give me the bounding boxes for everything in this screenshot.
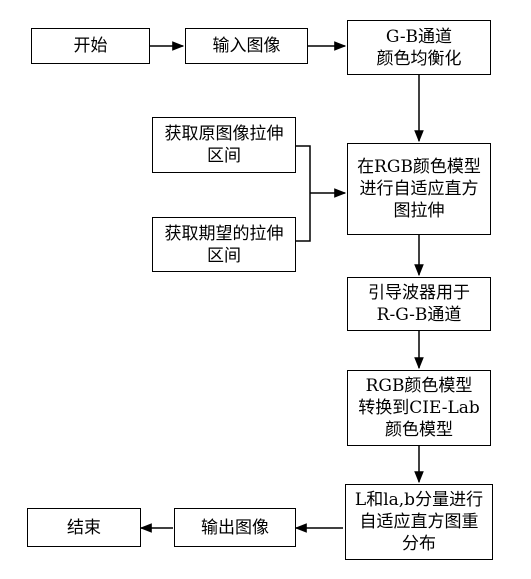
node-rgb-to-lab: RGB颜色模型 转换到CIE-Lab 颜色模型: [347, 370, 491, 446]
node-gb-equalization: G-B通道 颜色均衡化: [347, 20, 491, 75]
node-end: 结束: [27, 508, 141, 547]
node-output-image: 输出图像: [174, 508, 296, 547]
node-original-interval: 获取原图像拉伸 区间: [152, 117, 296, 173]
node-input-image: 输入图像: [185, 28, 308, 64]
node-start: 开始: [31, 28, 150, 64]
node-lab-redistribution: L和la,b分量进行 自适应直方图重 分布: [345, 484, 493, 560]
node-guided-filter: 引导波器用于 R-G-B通道: [347, 277, 491, 331]
edge-orig-interval: [296, 145, 311, 193]
node-rgb-adaptive-stretch: 在RGB颜色模型 进行自适应直方 图拉伸: [347, 143, 491, 235]
edge-expect-interval: [296, 193, 311, 242]
node-expected-interval: 获取期望的拉伸 区间: [152, 217, 296, 272]
